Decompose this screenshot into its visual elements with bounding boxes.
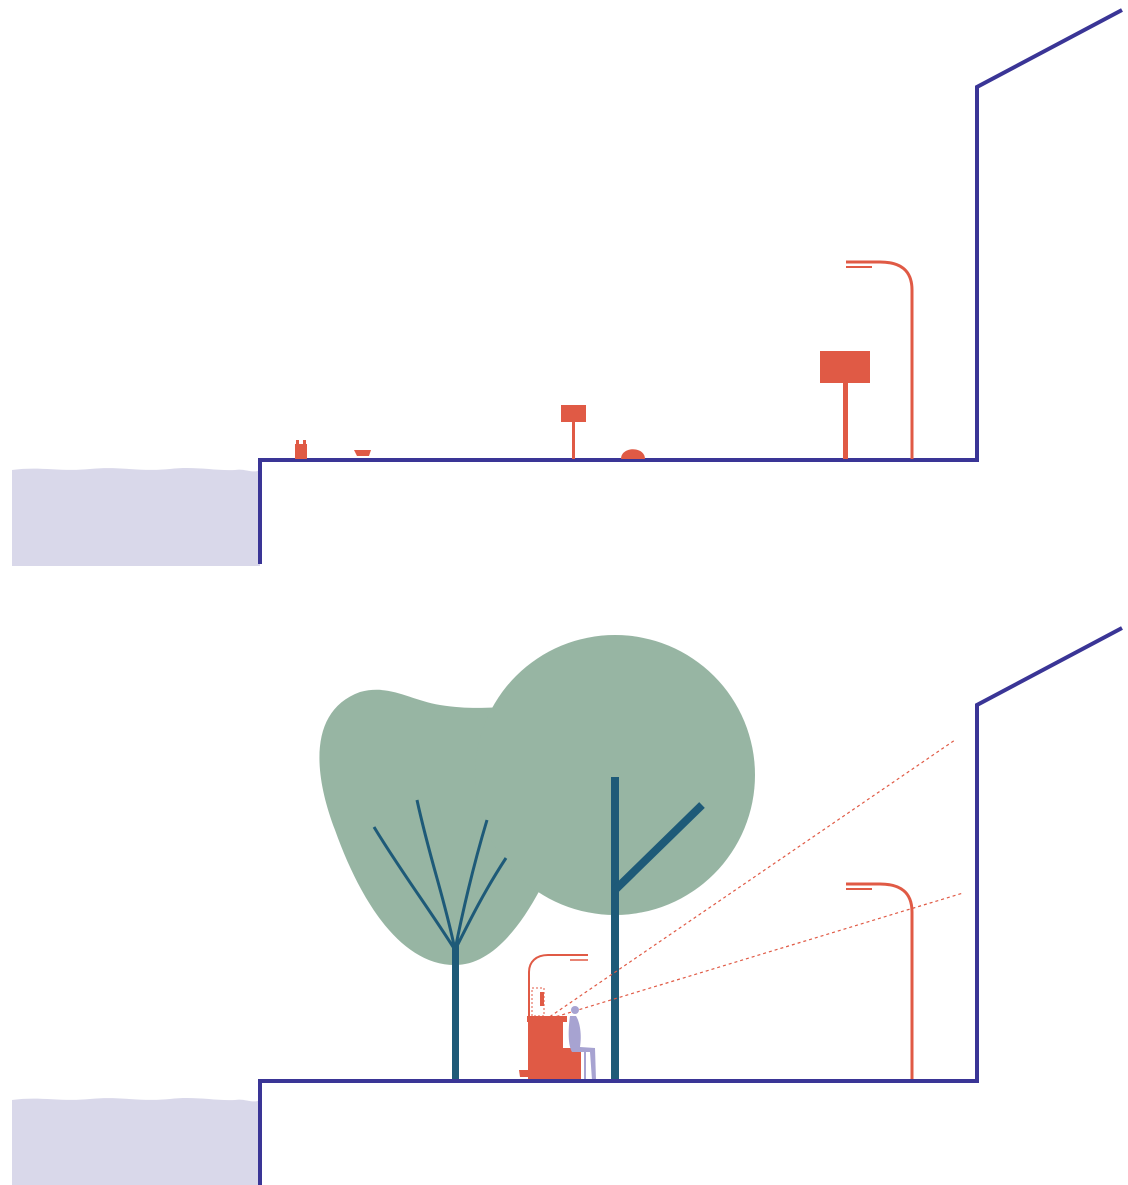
sightlines bbox=[544, 739, 964, 1021]
tree-trunk-right bbox=[611, 777, 705, 1080]
tree-canopy-right bbox=[475, 635, 755, 915]
bin-lid bbox=[296, 440, 299, 445]
billboard-post bbox=[843, 382, 848, 459]
panel-before bbox=[12, 8, 1123, 566]
sign-board bbox=[561, 405, 586, 422]
bin bbox=[295, 444, 307, 459]
sign-post bbox=[572, 421, 575, 459]
bowl bbox=[354, 450, 371, 456]
billboard-panel bbox=[820, 351, 870, 383]
bin-lid bbox=[303, 440, 306, 445]
seated-person bbox=[568, 1006, 596, 1080]
street-lamp bbox=[846, 882, 914, 1079]
street-lamp bbox=[846, 260, 914, 459]
water bbox=[12, 1098, 260, 1185]
tree-trunk-left bbox=[372, 799, 508, 1080]
panel-after bbox=[12, 626, 1123, 1185]
water bbox=[12, 468, 260, 566]
kiosk bbox=[519, 987, 581, 1080]
embankment-line bbox=[258, 8, 1123, 564]
kiosk-lamp bbox=[528, 954, 588, 1030]
embankment-line bbox=[258, 626, 1123, 1185]
bollard bbox=[621, 449, 645, 459]
